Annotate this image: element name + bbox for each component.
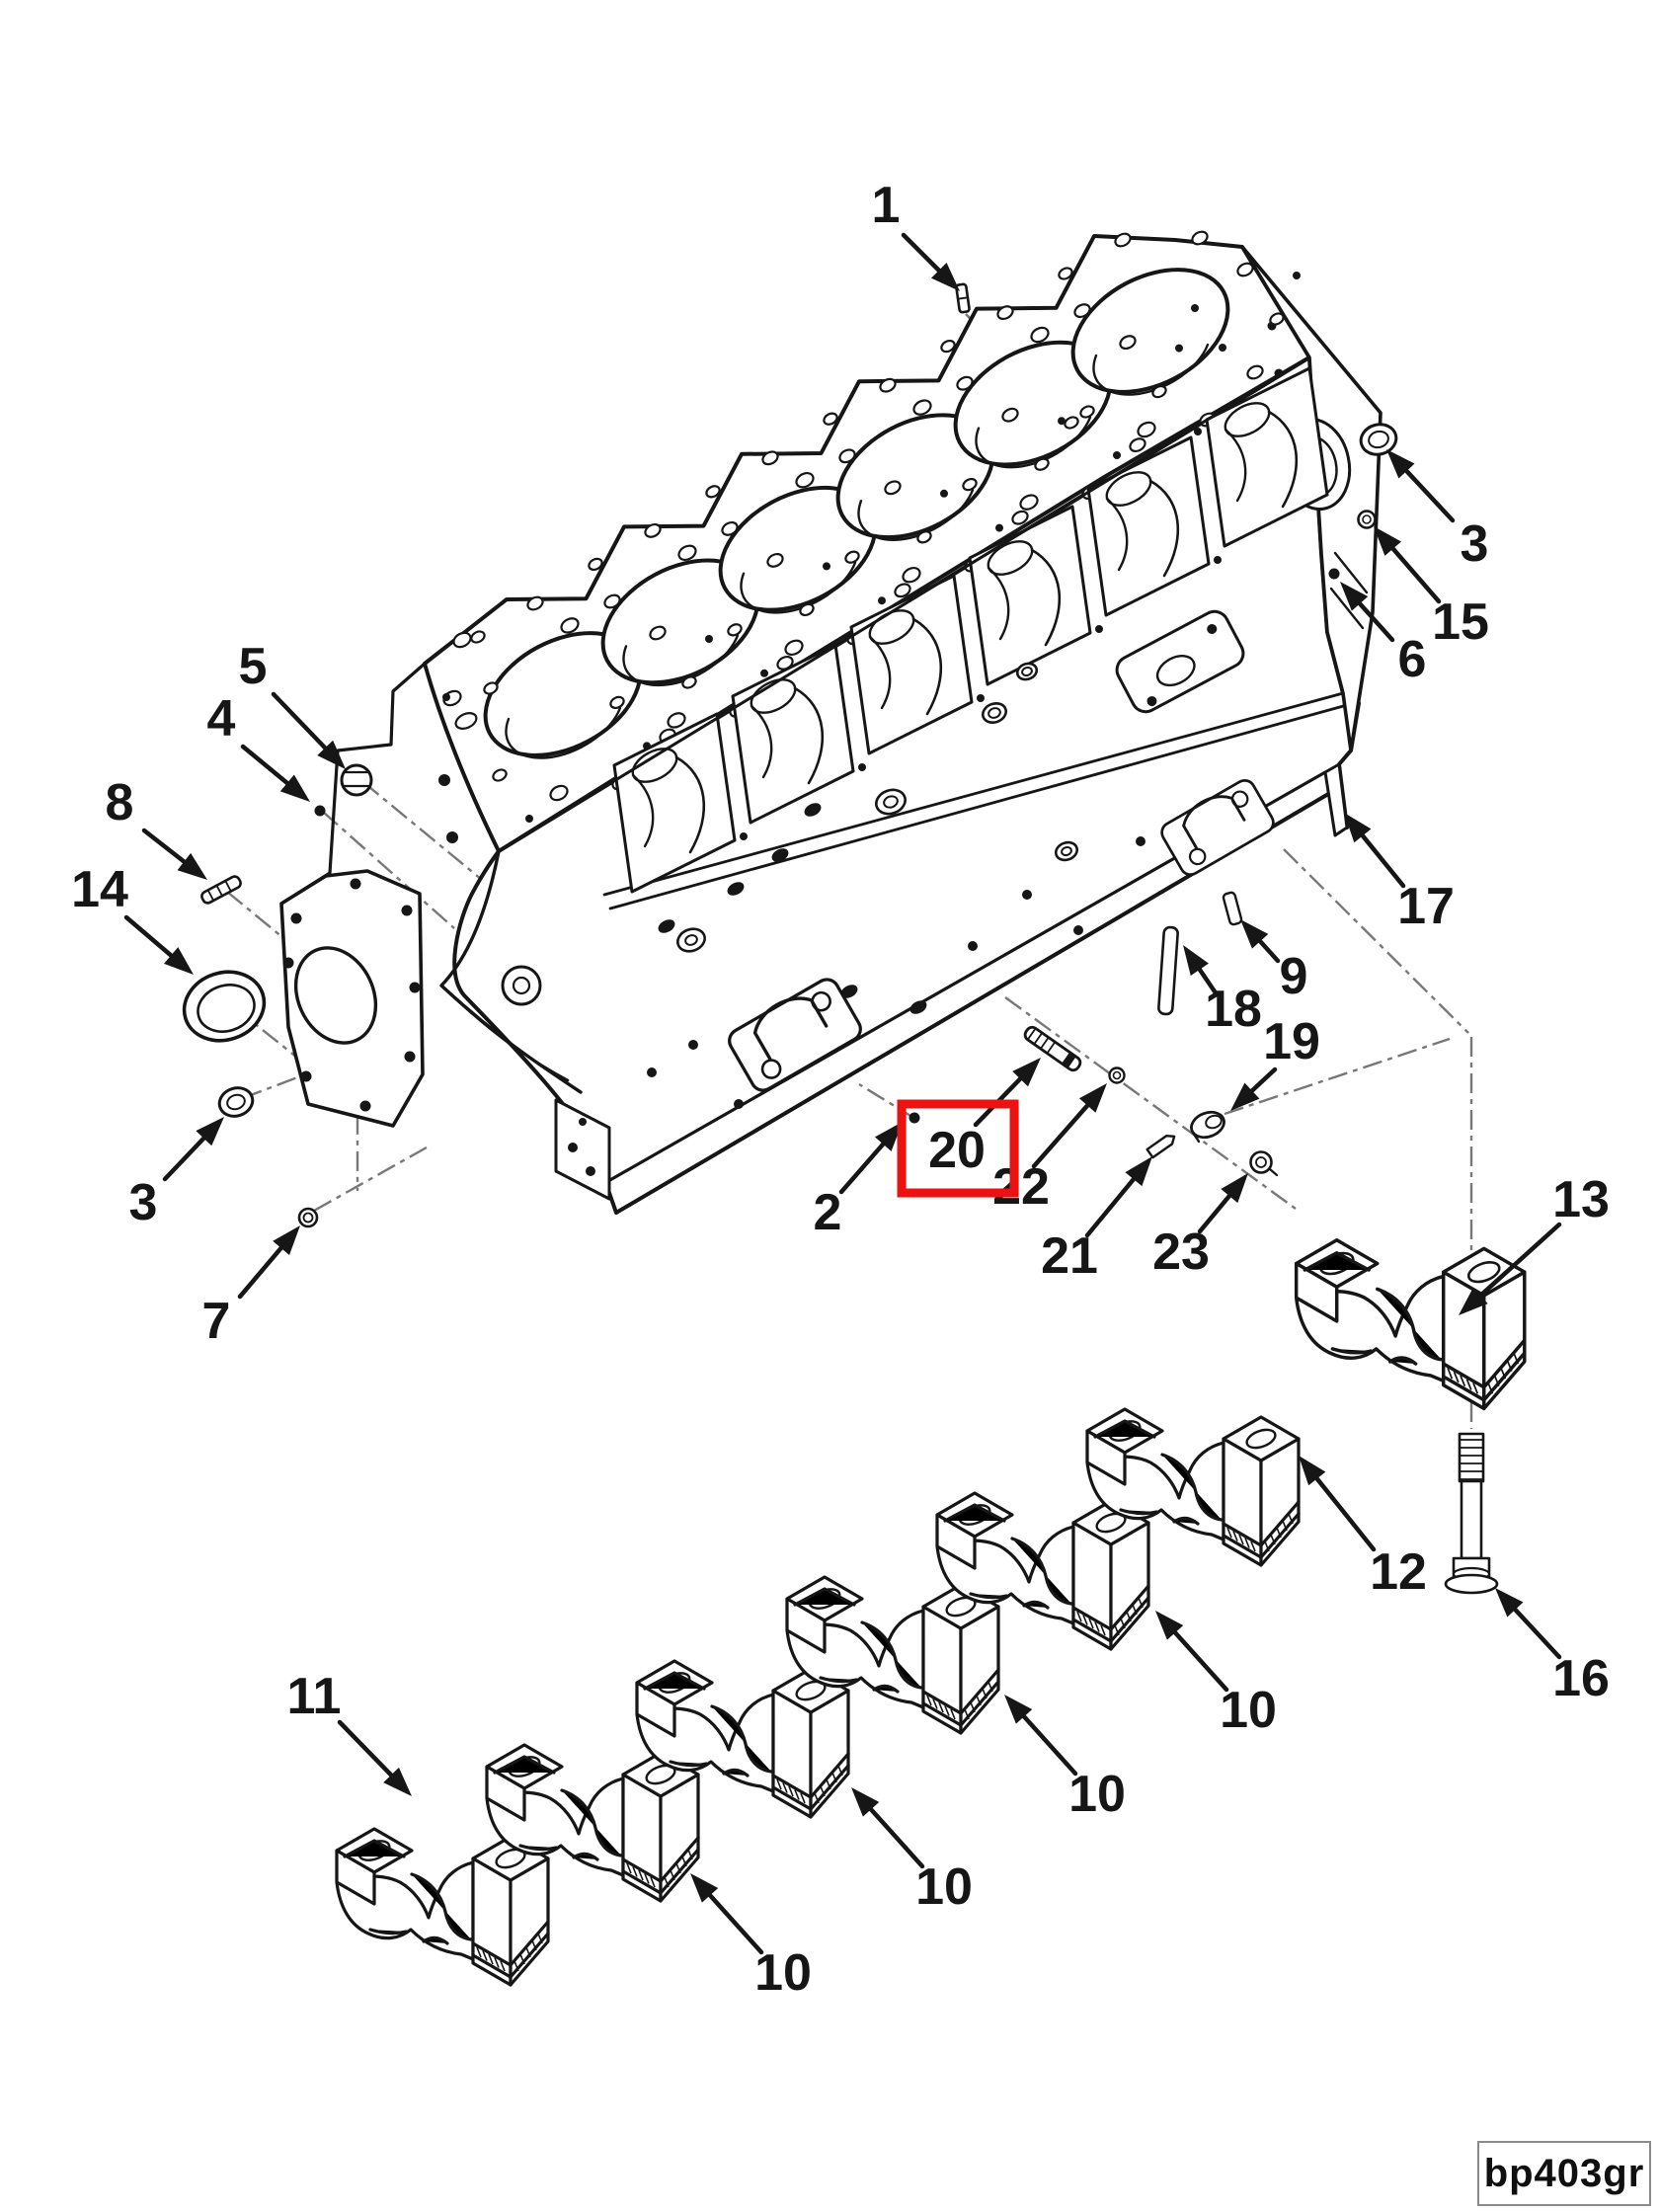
callout-arrowhead: [383, 1767, 412, 1796]
callout-label: 5: [239, 638, 268, 695]
figure-code-box: bp403gr: [1477, 2141, 1651, 2206]
mount-boss: [1115, 609, 1245, 714]
callout-arrowhead: [164, 947, 194, 975]
callout-label: 11: [287, 1668, 342, 1725]
highlight-box: [897, 1099, 1019, 1198]
callout-arrowhead: [177, 852, 207, 880]
callout-arrow: [162, 1133, 209, 1182]
callout-arrow: [1475, 1222, 1562, 1301]
callout-arrow: [1170, 1627, 1229, 1693]
callout-label: 15: [1432, 593, 1489, 651]
callout-label: 20: [928, 1122, 986, 1179]
callout-arrowhead: [1459, 1287, 1488, 1315]
bearing-cap: [1294, 1238, 1527, 1411]
callout-label: 7: [202, 1293, 231, 1350]
callout-label: 13: [1552, 1171, 1610, 1228]
callout-arrow: [1084, 1173, 1139, 1238]
callout-arrow: [1387, 543, 1442, 604]
callout-label: 3: [1461, 515, 1489, 573]
callout-label: 12: [1370, 1543, 1427, 1601]
cap-screw: [1444, 1432, 1499, 1595]
callout-arrowhead: [1012, 1058, 1041, 1087]
callout-arrowhead: [1155, 1611, 1184, 1640]
callout-arrowhead: [931, 263, 960, 291]
callout-arrow: [1355, 598, 1395, 643]
callout-arrowhead: [1374, 526, 1401, 556]
callout-arrowhead: [1240, 919, 1269, 949]
callout-arrow: [237, 1242, 286, 1300]
callout-arrow: [901, 232, 944, 276]
side-windows: [612, 366, 1329, 894]
figure-code: bp403gr: [1483, 2151, 1645, 2195]
callout-label: 22: [992, 1158, 1050, 1216]
callout-label: 10: [754, 1944, 812, 2002]
callout-arrowhead: [273, 1225, 300, 1256]
callout-arrow: [1358, 830, 1406, 889]
bearing-cap: [335, 1827, 550, 1987]
callout-arrowhead: [1183, 945, 1209, 976]
callout-label: 8: [106, 774, 134, 831]
callout-label: 21: [1041, 1227, 1098, 1285]
callout-arrowhead: [1125, 1156, 1152, 1187]
callout-arrow: [271, 691, 331, 753]
callout-label: 14: [71, 861, 128, 918]
callout-label: 10: [915, 1858, 973, 1916]
cylinder-bores: [483, 268, 1230, 759]
callout-arrow: [838, 1139, 889, 1195]
callout-arrow: [866, 1804, 925, 1869]
deck-bolt-holes: [442, 230, 1301, 823]
callout-arrow: [1311, 1473, 1377, 1552]
callout-arrow: [1019, 1711, 1078, 1777]
callout-label: 2: [814, 1184, 842, 1241]
small-parts: [182, 282, 1499, 1595]
callout-label: 1: [872, 177, 901, 234]
callout-arrowhead: [690, 1873, 719, 1903]
callout-arrow: [1195, 964, 1220, 997]
callout-label: 23: [1152, 1224, 1210, 1281]
callout-arrowhead: [1004, 1695, 1033, 1724]
callout-arrow: [705, 1890, 764, 1955]
engine-block-drawing: [279, 230, 1382, 1215]
callout-arrow: [240, 744, 293, 788]
callout-label: 18: [1205, 981, 1262, 1038]
callout-arrowhead: [874, 1122, 903, 1151]
callout-arrow: [1031, 1100, 1093, 1169]
callout-arrowhead: [279, 774, 310, 802]
callout-arrow: [1255, 936, 1281, 964]
callout-arrowhead: [1386, 449, 1415, 479]
callout-arrowhead: [196, 1117, 224, 1146]
callout-arrow: [141, 828, 190, 867]
callout-label: 3: [129, 1174, 158, 1231]
callout-arrowhead: [317, 740, 346, 769]
callout-arrow: [1197, 1190, 1234, 1234]
lifting-bracket: [1160, 778, 1275, 877]
lifting-bracket: [728, 978, 862, 1092]
callout-arrow: [1246, 1066, 1278, 1096]
callout-label: 10: [1068, 1766, 1126, 1823]
callout-arrow: [337, 1719, 397, 1780]
callout-label: 4: [207, 690, 236, 748]
callout-label: 10: [1220, 1682, 1277, 1739]
callout-arrowhead: [1230, 1082, 1260, 1111]
callout-label: 16: [1552, 1650, 1610, 1707]
callout-label: 19: [1263, 1013, 1320, 1070]
callout-arrowhead: [1340, 582, 1369, 611]
callout-arrowhead: [1344, 813, 1372, 843]
callout-arrow: [1401, 465, 1456, 523]
front-end: [279, 662, 611, 1201]
callout-arrowhead: [1078, 1083, 1107, 1113]
callout-arrowhead: [1299, 1456, 1326, 1486]
callout-arrowhead: [1495, 1588, 1524, 1618]
callout-arrow: [123, 914, 177, 961]
callout-arrowhead: [851, 1787, 880, 1817]
callout-label: 9: [1280, 948, 1308, 1005]
skirt-details: [647, 609, 1245, 1109]
callout-label: 6: [1398, 631, 1427, 688]
callout-arrow: [1510, 1604, 1562, 1660]
callout-label: 17: [1397, 878, 1455, 935]
callout-arrowhead: [1221, 1173, 1248, 1204]
